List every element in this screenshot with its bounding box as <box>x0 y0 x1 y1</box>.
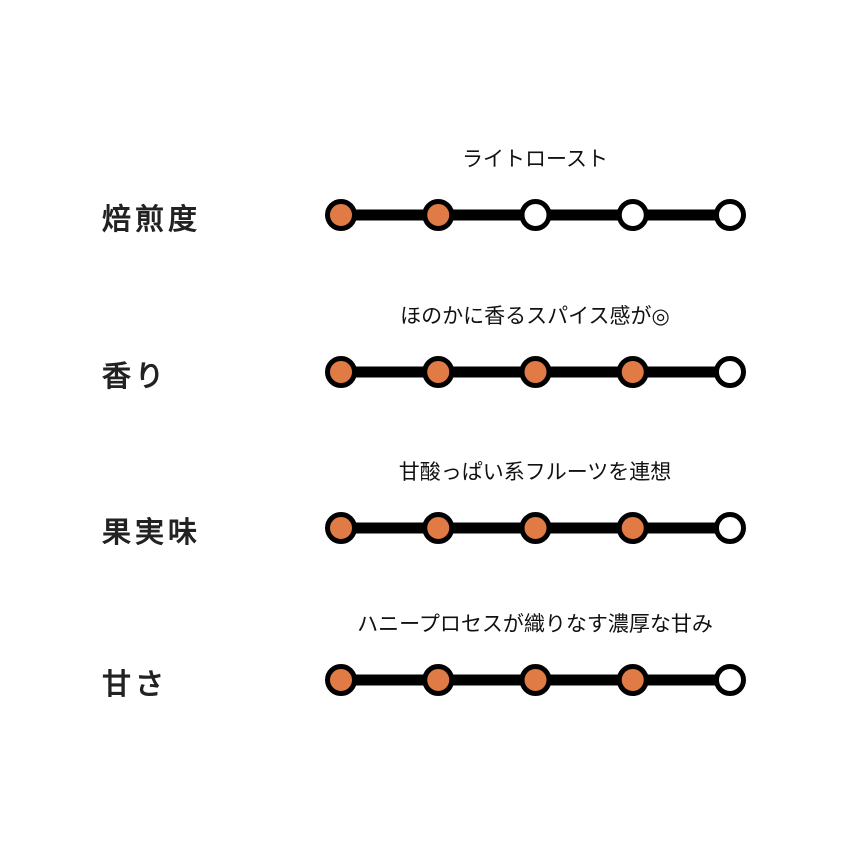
profile-row-sweetness: ハニープロセスが織りなす濃厚な甘み 甘さ <box>0 610 850 720</box>
level-scale <box>325 199 746 231</box>
level-dot-empty <box>519 199 552 231</box>
level-dot-filled <box>325 664 357 696</box>
profile-row-fruitiness: 甘酸っぱい系フルーツを連想 果実味 <box>0 458 850 568</box>
level-dot-filled <box>325 199 357 231</box>
level-dot-filled <box>325 356 357 388</box>
level-scale <box>325 512 746 544</box>
level-scale <box>325 356 746 388</box>
row-description: ライトロースト <box>462 147 608 171</box>
profile-row-roast: ライトロースト 焙煎度 <box>0 145 850 255</box>
level-dot-empty <box>714 199 746 231</box>
level-dot-filled <box>325 512 357 544</box>
level-dot-filled <box>616 664 649 696</box>
row-label: 果実味 <box>102 515 202 549</box>
level-dot-filled <box>616 356 649 388</box>
level-dot-empty <box>714 512 746 544</box>
level-dot-filled <box>422 199 455 231</box>
level-dot-filled <box>519 512 552 544</box>
level-dot-filled <box>422 356 455 388</box>
level-dot-filled <box>422 664 455 696</box>
level-dot-filled <box>519 356 552 388</box>
level-dot-empty <box>616 199 649 231</box>
level-dot-empty <box>714 664 746 696</box>
level-dot-filled <box>519 664 552 696</box>
row-description: 甘酸っぱい系フルーツを連想 <box>398 460 672 484</box>
profile-row-aroma: ほのかに香るスパイス感が◎ 香り <box>0 302 850 412</box>
level-scale <box>325 664 746 696</box>
level-dot-filled <box>422 512 455 544</box>
row-description: ほのかに香るスパイス感が◎ <box>400 304 670 328</box>
level-dot-filled <box>616 512 649 544</box>
level-dot-empty <box>714 356 746 388</box>
row-description: ハニープロセスが織りなす濃厚な甘み <box>357 612 713 636</box>
row-label: 香り <box>102 359 169 393</box>
row-label: 焙煎度 <box>102 202 202 236</box>
row-label: 甘さ <box>102 667 169 701</box>
